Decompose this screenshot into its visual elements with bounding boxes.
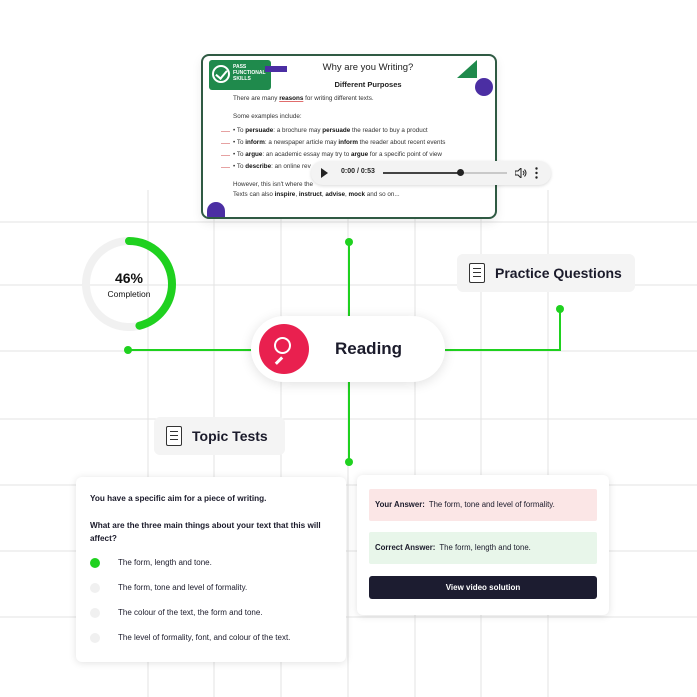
topic-tests-node[interactable]: Topic Tests xyxy=(154,417,285,455)
connector-left xyxy=(128,349,251,351)
video-lesson-card[interactable]: PASS FUNCTIONAL SKILLS Why are you Writi… xyxy=(201,54,497,219)
player-time: 0:00 / 0:53 xyxy=(341,168,375,175)
practice-questions-label: Practice Questions xyxy=(495,265,622,281)
slide-bullet: • To argue: an academic essay may try to… xyxy=(233,151,442,158)
play-icon[interactable] xyxy=(321,168,328,178)
decor-corner xyxy=(207,202,225,217)
document-icon xyxy=(166,426,182,446)
connector-dot-right xyxy=(556,305,564,313)
bullet-mark xyxy=(221,143,230,144)
completion-percent: 46% xyxy=(114,270,144,286)
audio-player[interactable]: 0:00 / 0:53 xyxy=(311,161,551,185)
connector-dot-top xyxy=(345,238,353,246)
slide-line: Some examples include: xyxy=(233,113,302,120)
topic-tests-label: Topic Tests xyxy=(192,428,268,444)
decor-bar xyxy=(265,66,287,72)
completion-label: Completion xyxy=(107,289,151,299)
bullet-mark xyxy=(221,167,230,168)
connector-top xyxy=(348,242,350,316)
radio[interactable] xyxy=(90,608,100,618)
player-seek-fill xyxy=(383,172,460,174)
volume-icon[interactable] xyxy=(515,168,527,178)
question-card: You have a specific aim for a piece of w… xyxy=(76,477,346,662)
more-vertical-icon[interactable] xyxy=(535,167,538,179)
slide-line: Texts can also inspire, instruct, advise… xyxy=(233,191,400,198)
slide-bullet: • To describe: an online rev xyxy=(233,163,311,170)
slide-line: There are many reasons for writing diffe… xyxy=(233,95,374,102)
answer-card: Your Answer:The form, tone and level of … xyxy=(357,475,609,615)
slide-bullet: • To persuade: a brochure may persuade t… xyxy=(233,127,428,134)
bullet-mark xyxy=(221,155,230,156)
completion-ring xyxy=(82,237,176,331)
decor-circle xyxy=(475,78,493,96)
slide-subtitle: Different Purposes xyxy=(334,80,402,89)
question-text: What are the three main things about you… xyxy=(90,521,321,543)
answer-option[interactable]: The form, length and tone. xyxy=(90,556,336,570)
practice-questions-node[interactable]: Practice Questions xyxy=(457,254,635,292)
connector-dot-left xyxy=(124,346,132,354)
player-seek-knob[interactable] xyxy=(456,169,464,176)
question-stem: You have a specific aim for a piece of w… xyxy=(90,494,267,503)
bullet-mark xyxy=(221,131,230,132)
connector-right xyxy=(445,349,561,351)
slide-bullet: • To inform: a newspaper article may inf… xyxy=(233,139,446,146)
check-icon xyxy=(212,65,230,83)
decor-triangle xyxy=(457,60,477,78)
connector-bottom xyxy=(348,382,350,462)
slide-line: However, this isn't where the xyxy=(233,181,313,188)
answer-option[interactable]: The form, tone and level of formality. xyxy=(90,581,336,595)
answer-option[interactable]: The level of formality, font, and colour… xyxy=(90,631,336,645)
slide-title: Why are you Writing? xyxy=(322,62,414,73)
radio-selected[interactable] xyxy=(90,558,100,568)
reading-label: Reading xyxy=(335,339,403,358)
view-video-solution-button[interactable]: View video solution xyxy=(369,576,597,599)
correct-answer: Correct Answer:The form, length and tone… xyxy=(369,532,597,564)
reading-node[interactable]: Reading xyxy=(251,316,445,382)
connector-right-up xyxy=(559,309,561,351)
pass-functional-skills-logo: PASS FUNCTIONAL SKILLS xyxy=(209,60,271,90)
your-answer: Your Answer:The form, tone and level of … xyxy=(369,489,597,521)
search-icon xyxy=(259,324,309,374)
connector-dot-bottom xyxy=(345,458,353,466)
radio[interactable] xyxy=(90,583,100,593)
radio[interactable] xyxy=(90,633,100,643)
player-seek-bar[interactable] xyxy=(383,169,507,176)
checklist-icon xyxy=(469,263,485,283)
answer-option[interactable]: The colour of the text, the form and ton… xyxy=(90,606,336,620)
